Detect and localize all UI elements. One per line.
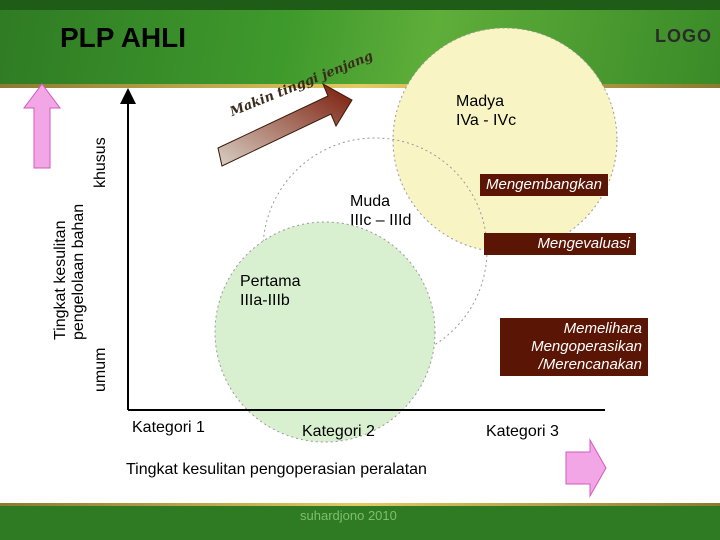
- level-muda: Muda IIIc – IIId: [350, 192, 411, 230]
- category-3: Kategori 3: [486, 423, 559, 440]
- level-madya-name: Madya: [456, 93, 505, 110]
- task-mengevaluasi: Mengevaluasi: [484, 233, 636, 255]
- task-mengembangkan: Mengembangkan: [480, 174, 608, 196]
- y-axis-low-label: umum: [92, 347, 109, 392]
- circle-pertama: [214, 221, 436, 443]
- page-title: PLP AHLI: [60, 22, 187, 53]
- task-memelihara: Memelihara Mengoperasikan /Merencanakan: [500, 318, 648, 376]
- y-axis-label-line2: pengelolaan bahan: [70, 203, 87, 340]
- footer-divider: [0, 503, 720, 506]
- up-arrow-icon: [23, 83, 61, 169]
- level-pertama: Pertama IIIa-IIIb: [240, 272, 300, 310]
- header-bar: [0, 0, 720, 88]
- level-muda-name: Muda: [350, 193, 391, 210]
- level-muda-range: IIIc – IIId: [350, 212, 412, 229]
- circle-madya: [392, 27, 618, 253]
- y-axis-label-line1: Tingkat kesulitan: [52, 220, 69, 340]
- footer-credit: suhardjono 2010: [300, 508, 397, 523]
- x-axis-label: Tingkat kesulitan pengoperasian peralata…: [126, 461, 427, 478]
- level-madya: Madya IVa - IVc: [456, 92, 516, 130]
- progression-arrow: [217, 82, 353, 167]
- category-2: Kategori 2: [302, 423, 375, 440]
- level-pertama-name: Pertama: [240, 273, 301, 290]
- category-1: Kategori 1: [132, 419, 205, 436]
- logo: LOGO: [655, 26, 712, 46]
- header-divider: [0, 84, 720, 88]
- header-top-band: [0, 0, 720, 10]
- level-madya-range: IVa - IVc: [456, 112, 517, 129]
- level-pertama-range: IIIa-IIIb: [240, 292, 290, 309]
- right-arrow-icon: [565, 438, 607, 498]
- footer-bar: [0, 506, 720, 540]
- y-axis-high-label: khusus: [92, 137, 109, 188]
